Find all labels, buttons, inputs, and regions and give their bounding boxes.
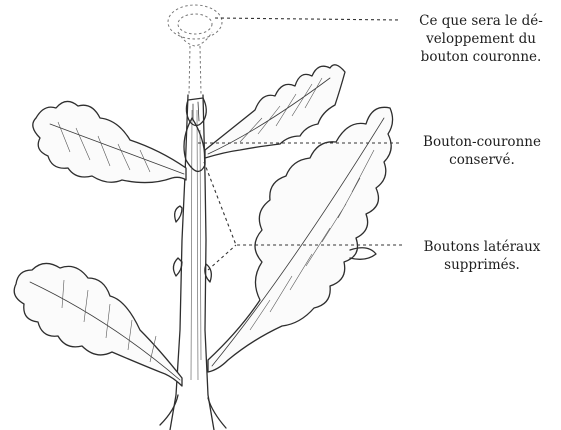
upper-left-leaf [33, 101, 186, 182]
removed-side-buds-label: Boutons latéraux supprimés. [404, 238, 560, 274]
lower-left-leaf [14, 263, 182, 386]
label-line: Bouton-couronne [404, 133, 560, 151]
label-line: veloppement du [402, 30, 560, 48]
future-bloom-outline [168, 5, 222, 95]
label-line: conservé. [404, 151, 560, 169]
label-line: Ce que sera le dé- [402, 12, 560, 30]
label-line: Boutons latéraux [404, 238, 560, 256]
kept-crown-bud-label: Bouton-couronne conservé. [404, 133, 560, 169]
future-development-label: Ce que sera le dé- veloppement du bouton… [402, 12, 560, 66]
label-line: supprimés. [404, 256, 560, 274]
label-line: bouton couronne. [402, 48, 560, 66]
